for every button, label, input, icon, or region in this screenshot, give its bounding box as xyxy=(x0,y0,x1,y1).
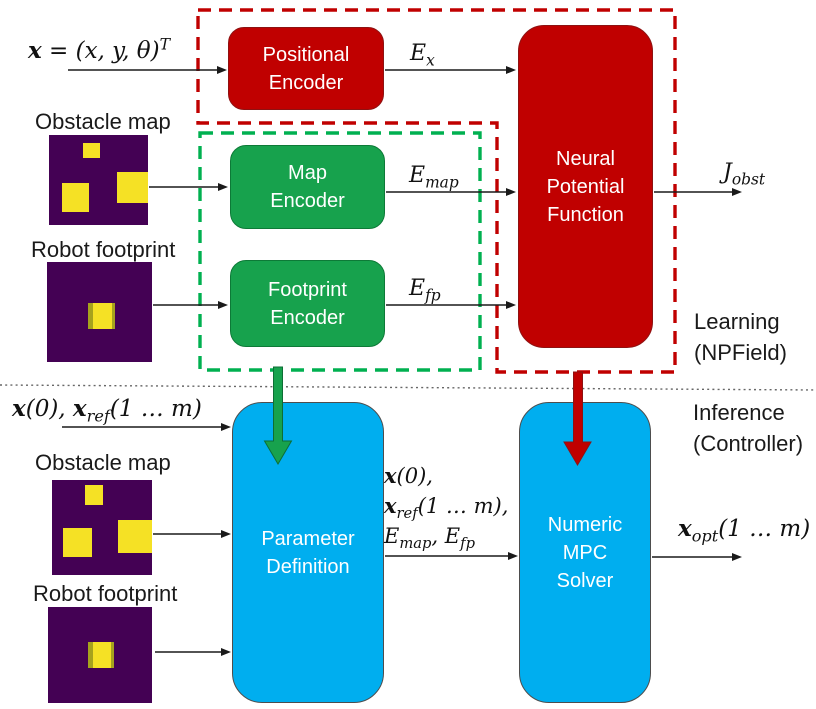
block-label-line: Encoder xyxy=(270,306,345,329)
obstacle-map-image-top xyxy=(49,135,148,225)
e-fp-sub: fp xyxy=(425,286,441,305)
block-label-line: Map xyxy=(288,162,327,184)
obstacle-square xyxy=(63,528,92,557)
robot-footprint-image-bottom xyxy=(48,607,152,703)
j-obst-base: J xyxy=(723,160,732,185)
numeric-mpc-solver-block: Numeric MPC Solver xyxy=(519,402,651,703)
e-map-sub: map xyxy=(425,173,459,192)
parameter-definition-block: Parameter Definition xyxy=(232,402,384,703)
block-label-line: Solver xyxy=(556,569,614,592)
state-ref-x2: x xyxy=(72,395,87,422)
positional-encoder-block: Positional Encoder xyxy=(228,27,384,110)
block-label-line: Encoder xyxy=(270,190,345,212)
footprint-square xyxy=(88,642,114,668)
block-label-line: Definition xyxy=(266,555,350,578)
obstacle-map-image-bottom xyxy=(52,480,152,575)
e-x-base: E xyxy=(410,41,427,66)
x-opt-sub: opt xyxy=(691,526,719,546)
robot-footprint-top-label: Robot footprint xyxy=(31,237,176,262)
block-label-line: MPC xyxy=(562,541,608,564)
robot-footprint-image-top xyxy=(47,262,152,362)
state-ref-p1: (0), xyxy=(25,396,73,422)
inference-section-label: Inference (Controller) xyxy=(693,397,803,459)
block-label-line: Footprint xyxy=(268,278,347,301)
block-label-line: Encoder xyxy=(268,71,344,94)
block-label-line: Potential xyxy=(546,175,625,198)
footprint-square xyxy=(88,303,115,329)
mpc-inputs-line1: x(0), xyxy=(384,463,433,488)
map-encoder-block: Map Encoder xyxy=(230,145,385,229)
block-label-line: Function xyxy=(547,203,624,226)
mpc-inputs-line2: xref(1 … m), xyxy=(384,493,509,523)
e-fp-base: E xyxy=(409,276,426,301)
block-label-line: Parameter xyxy=(261,527,355,550)
e-x-label: Ex xyxy=(410,41,435,70)
state-ref-sub: ref xyxy=(86,406,110,426)
obstacle-square xyxy=(118,520,152,553)
inference-line: Inference xyxy=(693,400,785,425)
x-opt-output-label: xopt(1 … m) xyxy=(678,515,811,545)
controller-line: (Controller) xyxy=(693,431,804,456)
block-label-line: Neural xyxy=(556,147,615,170)
footprint-encoder-block: Footprint Encoder xyxy=(230,260,385,347)
e-fp-label: Efp xyxy=(409,276,441,305)
obstacle-map-top-label: Obstacle map xyxy=(35,109,171,134)
state-rest: = (x, y, θ) xyxy=(41,38,160,64)
obstacle-square xyxy=(62,183,89,212)
obstacle-square xyxy=(85,485,103,505)
state-x: x xyxy=(28,37,42,64)
robot-footprint-bottom-label: Robot footprint xyxy=(33,581,178,606)
state-ref-p2: (1 … m) xyxy=(109,396,202,422)
e-map-label: Emap xyxy=(409,163,459,192)
e-map-base: E xyxy=(409,163,426,188)
block-label-line: Numeric xyxy=(547,513,623,536)
obstacle-square xyxy=(117,172,148,203)
block-label-line: Positional xyxy=(262,43,350,66)
npfield-line: (NPField) xyxy=(694,340,787,365)
mpc-inputs-label: x(0), xref(1 … m), Emap, Efp xyxy=(384,461,508,551)
state-input-label: x = (x, y, θ)T xyxy=(28,36,170,64)
obstacle-map-bottom-label: Obstacle map xyxy=(35,450,171,475)
learning-section-label: Learning (NPField) xyxy=(694,306,787,368)
x-opt-rest: (1 … m) xyxy=(718,516,811,542)
state-ref-x1: x xyxy=(12,395,26,422)
j-obst-label: Jobst xyxy=(723,160,766,189)
learning-line: Learning xyxy=(694,309,780,334)
e-x-sub: x xyxy=(426,51,435,70)
mpc-inputs-line3: Emap, Efp xyxy=(384,524,475,553)
obstacle-square xyxy=(83,143,100,158)
state-ref-input-label: x(0), xref(1 … m) xyxy=(12,395,202,425)
neural-potential-function-block: Neural Potential Function xyxy=(518,25,653,348)
section-divider-line xyxy=(0,384,816,391)
x-opt-x: x xyxy=(678,515,692,542)
j-obst-sub: obst xyxy=(731,170,766,189)
state-transpose: T xyxy=(159,34,170,54)
